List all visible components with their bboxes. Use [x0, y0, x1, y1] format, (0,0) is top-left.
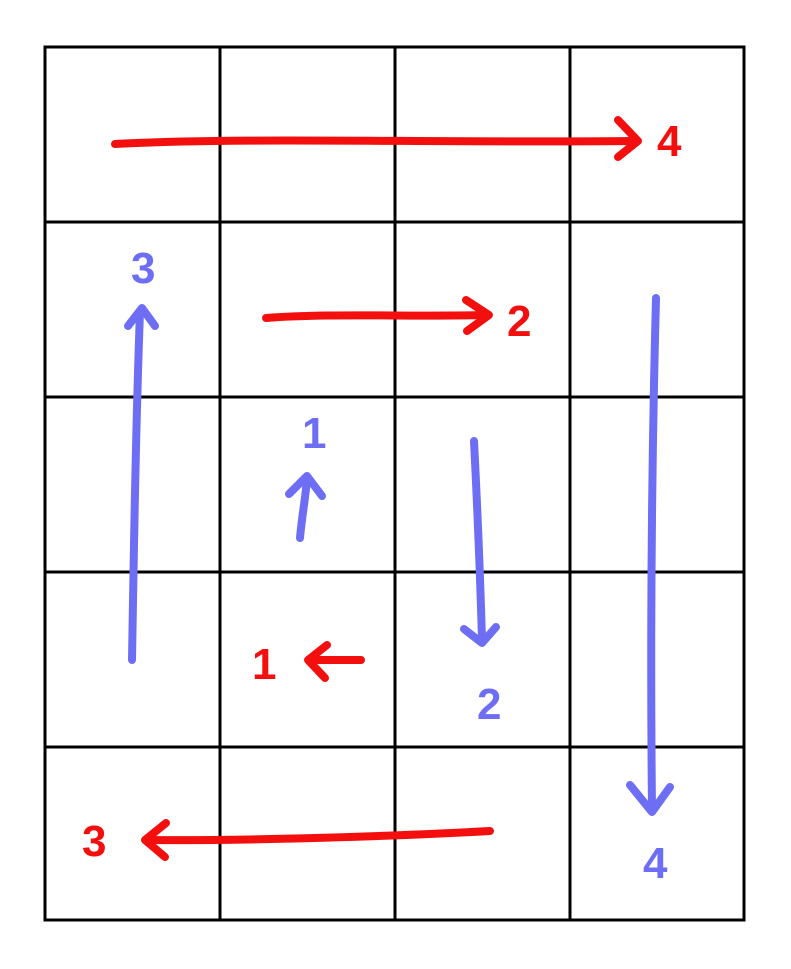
blue-label-3: 3 — [131, 244, 155, 293]
blue-arrow-4 — [647, 294, 660, 814]
grid — [43, 45, 746, 922]
red-labels: 4 2 1 3 — [82, 117, 682, 866]
blue-label-2: 2 — [477, 680, 501, 729]
red-arrow-3-head — [141, 819, 170, 861]
red-label-4: 4 — [657, 117, 682, 166]
blue-arrow-2 — [470, 437, 486, 644]
blue-arrow-1-head — [285, 472, 326, 500]
red-label-2: 2 — [507, 297, 531, 346]
red-arrows — [111, 116, 642, 861]
red-arrow-4-head — [614, 116, 642, 161]
red-arrow-2 — [262, 311, 490, 322]
blue-arrows — [124, 294, 674, 816]
blue-labels: 3 1 2 4 — [131, 244, 668, 888]
red-arrow-3 — [144, 827, 494, 845]
blue-label-1: 1 — [302, 409, 326, 458]
blue-label-4: 4 — [643, 839, 668, 888]
red-label-1: 1 — [252, 640, 276, 689]
red-arrow-4 — [111, 136, 636, 148]
red-arrow-2-head — [462, 296, 493, 335]
red-label-3: 3 — [82, 817, 106, 866]
red-arrow-1-head — [304, 641, 331, 682]
blue-arrow-2-head — [460, 623, 500, 647]
blue-arrow-1 — [296, 474, 311, 542]
blue-arrow-3-head — [124, 304, 159, 330]
blue-arrow-4-head — [626, 781, 674, 816]
blue-arrow-3 — [128, 308, 144, 664]
